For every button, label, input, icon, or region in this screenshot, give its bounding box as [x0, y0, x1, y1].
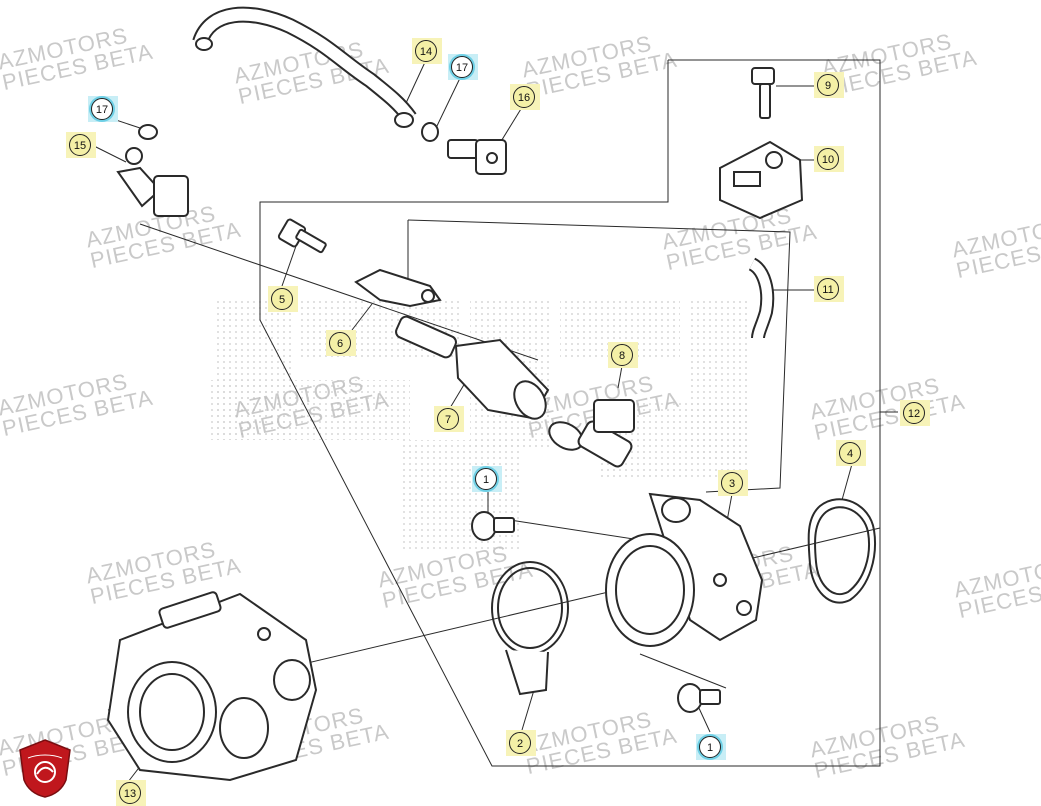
callout-11[interactable]: 11 — [817, 278, 839, 300]
ring-clip-part — [138, 122, 439, 142]
intake-manifold-part — [605, 492, 764, 647]
callout-2[interactable]: 2 — [509, 732, 531, 754]
callout-16[interactable]: 16 — [513, 86, 535, 108]
callout-7[interactable]: 7 — [437, 408, 459, 430]
callout-3[interactable]: 3 — [721, 472, 743, 494]
callout-9[interactable]: 9 — [817, 74, 839, 96]
callout-4[interactable]: 4 — [839, 442, 861, 464]
callout-14[interactable]: 14 — [415, 40, 437, 62]
bolt-part — [277, 218, 327, 254]
callout-1[interactable]: 1 — [475, 468, 497, 490]
injector-holder-part — [395, 315, 550, 420]
elbow-fitting-part — [116, 147, 189, 217]
vacuum-hose-part — [748, 257, 775, 339]
assembly-outline — [259, 59, 881, 767]
gasket-part — [807, 498, 876, 604]
screw-part — [471, 511, 721, 713]
callout-17[interactable]: 17 — [91, 98, 113, 120]
bracket-part — [354, 268, 442, 308]
screw-part — [751, 67, 775, 119]
callout-6[interactable]: 6 — [329, 332, 351, 354]
fuel-injector-part — [548, 399, 635, 468]
callout-10[interactable]: 10 — [817, 148, 839, 170]
fuel-hose-part — [192, 6, 417, 128]
hose-connector-part — [447, 139, 507, 175]
hose-clamp-part — [491, 561, 569, 696]
azmotors-shield-logo — [19, 739, 71, 798]
callout-13[interactable]: 13 — [119, 782, 141, 804]
callout-1[interactable]: 1 — [699, 736, 721, 758]
callout-15[interactable]: 15 — [69, 134, 91, 156]
throttle-body-part — [106, 591, 318, 782]
callout-8[interactable]: 8 — [611, 344, 633, 366]
sensor-part — [719, 140, 804, 220]
callout-5[interactable]: 5 — [271, 288, 293, 310]
dotted-emblem — [210, 300, 750, 550]
callout-17[interactable]: 17 — [451, 56, 473, 78]
callout-12[interactable]: 12 — [903, 402, 925, 424]
